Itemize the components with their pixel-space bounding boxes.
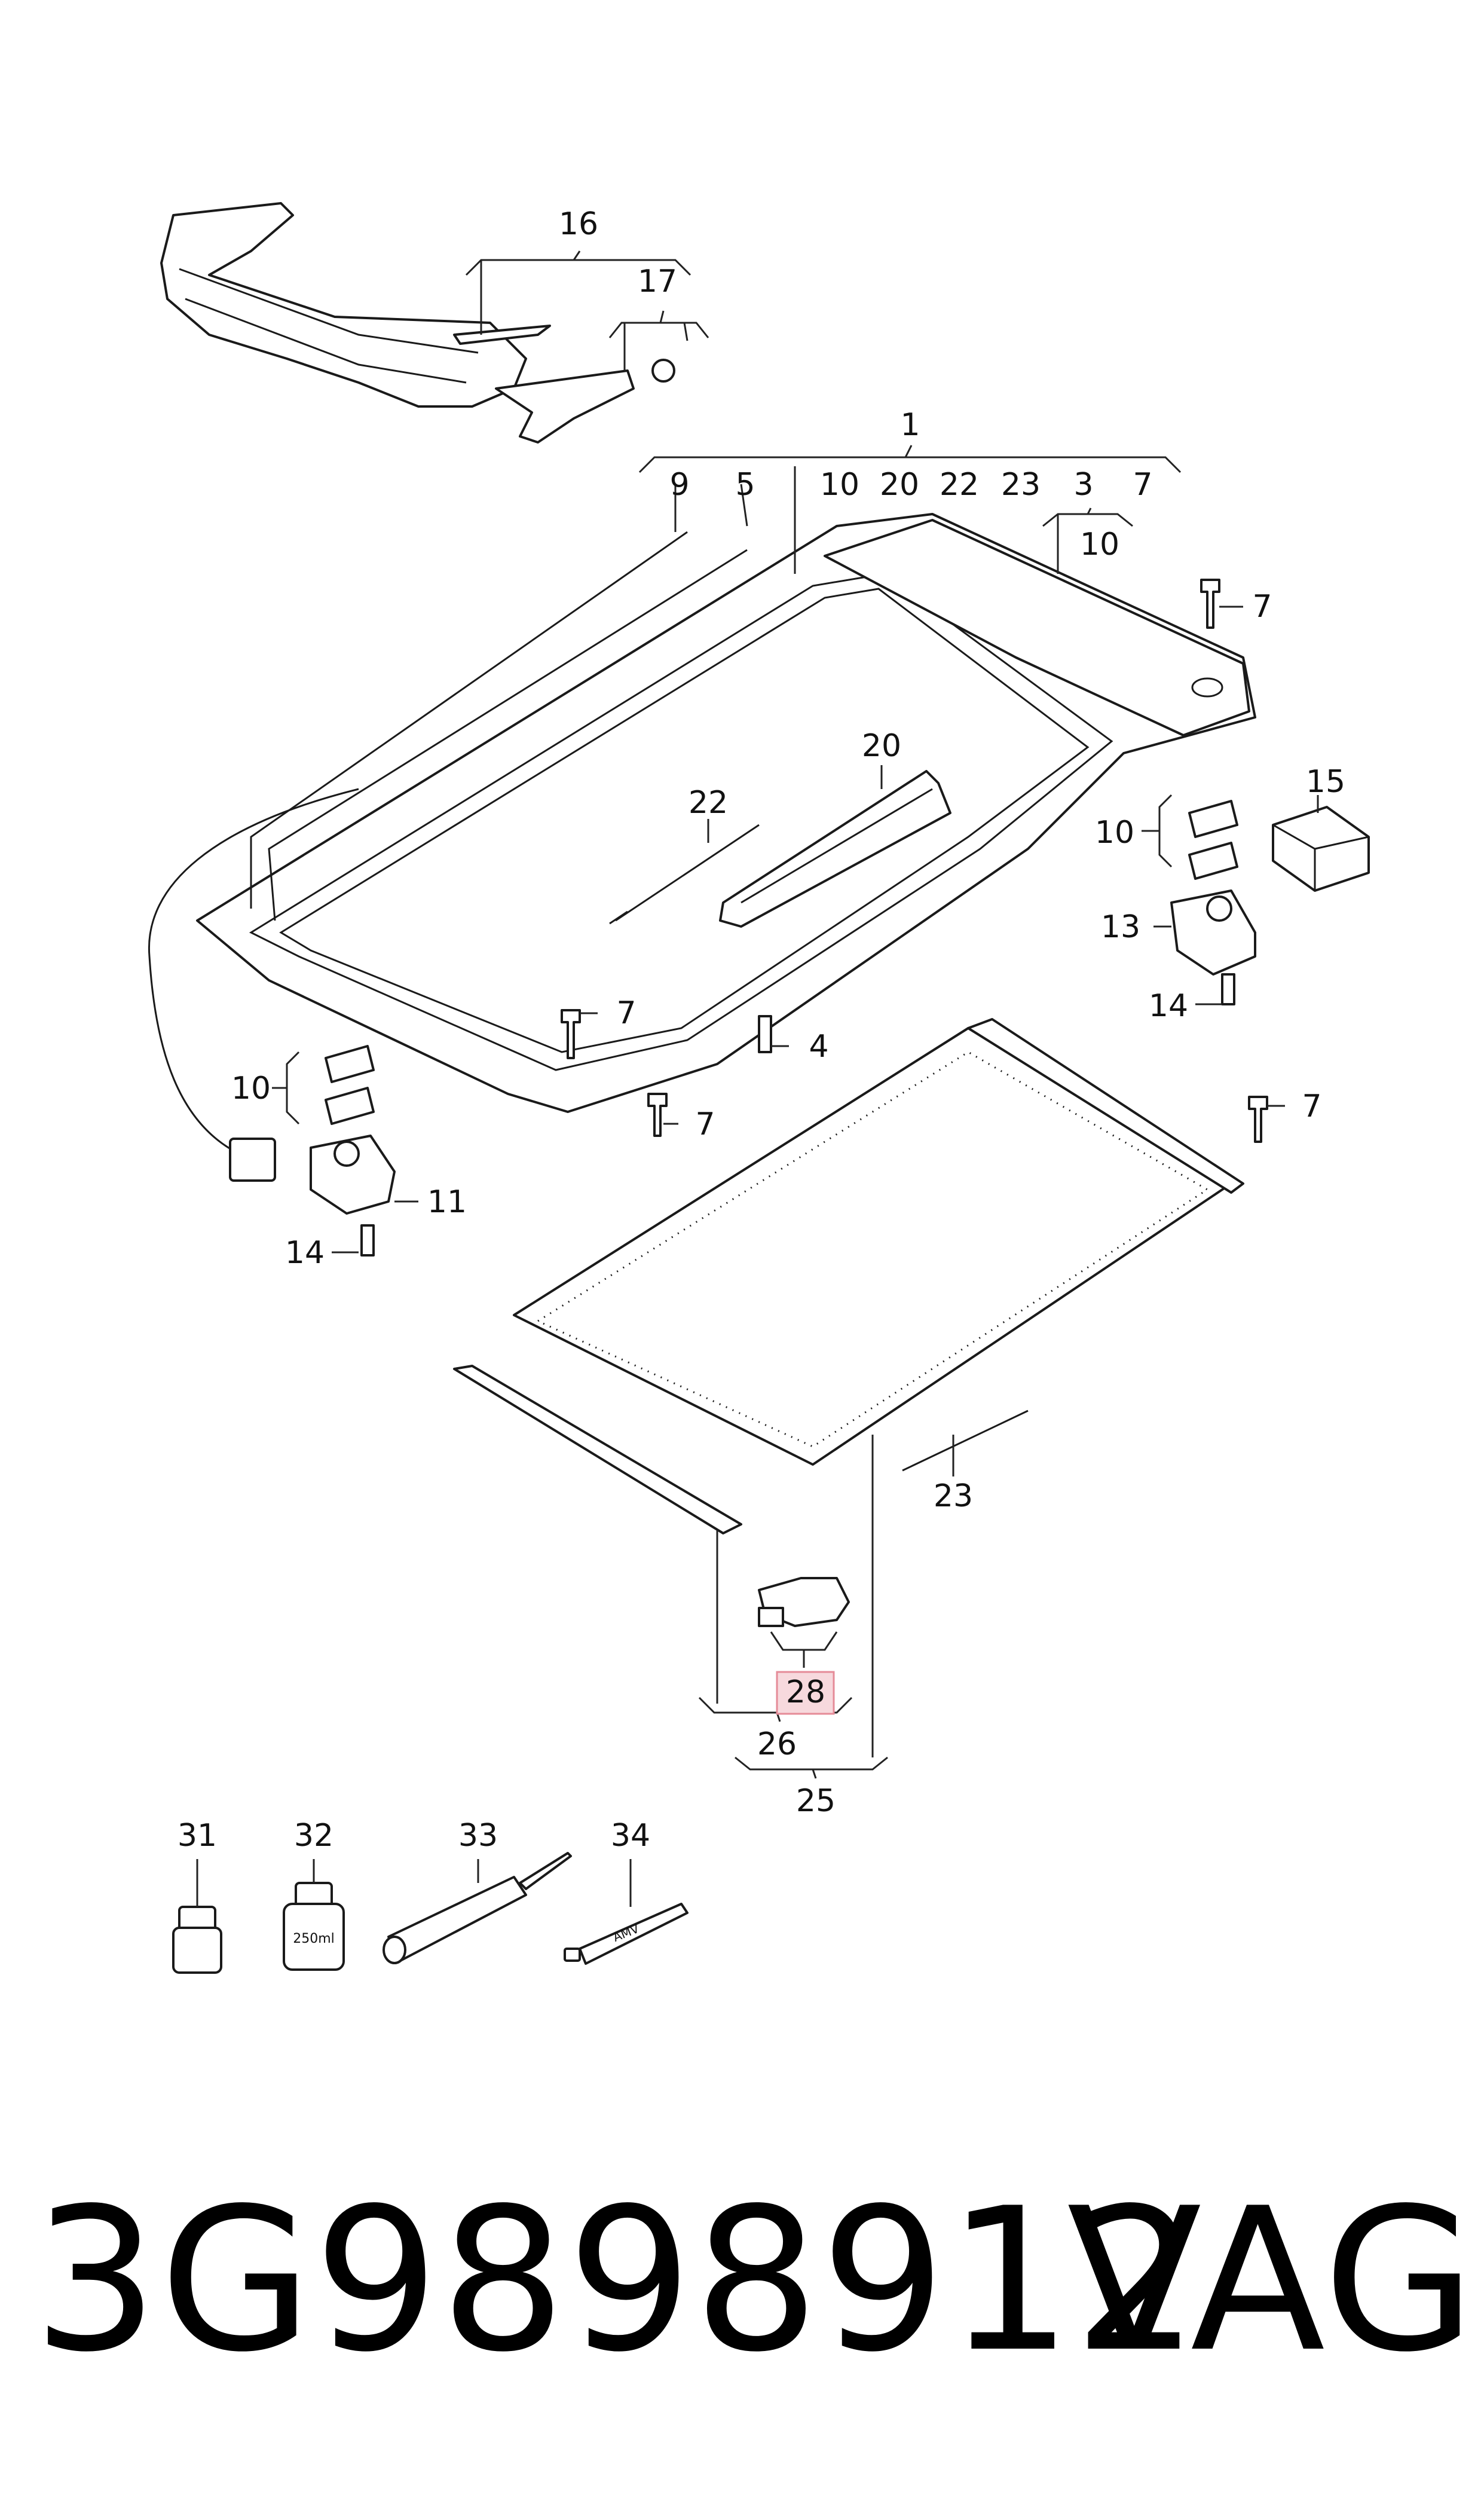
callout-5: 5	[735, 467, 755, 503]
clip-part-right	[1188, 800, 1238, 880]
highlight-box-28	[776, 1671, 835, 1715]
drain-hose-part	[148, 788, 359, 1182]
callout-1: 1	[900, 407, 920, 443]
callout-10-left: 10	[231, 1071, 271, 1106]
callout-10-sub: 10	[1080, 527, 1119, 562]
callout-15: 15	[1306, 764, 1345, 800]
callout-10-top: 10	[820, 467, 859, 503]
sunblind-rail-part	[453, 1365, 742, 1534]
callout-20-top: 20	[880, 467, 919, 503]
callout-23-top: 23	[1001, 467, 1041, 503]
callout-26: 26	[757, 1726, 797, 1762]
callout-7-mid: 7	[616, 995, 636, 1031]
sunblind-part	[513, 1018, 1244, 1466]
callout-23: 23	[934, 1478, 973, 1514]
callout-22-top: 22	[940, 467, 979, 503]
callout-31: 31	[178, 1818, 217, 1854]
callout-7-low: 7	[695, 1106, 715, 1142]
callout-34: 34	[611, 1818, 650, 1854]
control-unit-part	[1272, 806, 1370, 892]
guide-piece-part	[758, 1577, 850, 1627]
callout-10-right: 10	[1095, 815, 1134, 851]
motor-part-left	[310, 1135, 396, 1215]
screw-part	[360, 579, 1268, 1257]
bottle-volume-label: 250ml	[293, 1931, 335, 1946]
adhesive-tube-part: AMV	[564, 1903, 689, 1965]
roof-frame-part	[196, 513, 1256, 1113]
callout-4: 4	[809, 1029, 828, 1065]
spring-lever-part	[495, 359, 675, 444]
deflector-frame-part	[160, 202, 551, 408]
callout-13: 13	[1101, 909, 1140, 945]
callout-16: 16	[559, 206, 598, 242]
callout-11: 11	[427, 1184, 467, 1220]
cleaner-bottle-part: 250ml	[283, 1882, 345, 1971]
brand-name: VAG	[1067, 2166, 1477, 2395]
callout-3: 3	[1073, 467, 1093, 503]
callout-22: 22	[689, 785, 728, 821]
clip-part-left	[325, 1045, 375, 1125]
grease-jar-part	[172, 1906, 222, 1974]
callout-33: 33	[458, 1818, 498, 1854]
motor-part-right	[1170, 889, 1256, 976]
callout-14-left: 14	[285, 1235, 325, 1271]
callout-25: 25	[796, 1783, 836, 1819]
drive-cable-part	[609, 824, 760, 925]
callout-20: 20	[862, 728, 901, 764]
callout-17: 17	[638, 264, 677, 299]
footer: 3G9898912 VAG	[0, 2164, 1484, 2415]
part-number: 3G9898912	[33, 2166, 1201, 2395]
callout-7-right: 7	[1252, 589, 1272, 625]
leader-lines	[196, 250, 1319, 1907]
guide-rail-part	[719, 770, 951, 928]
cartridge-part	[383, 1852, 572, 1964]
sunblind-cable-part	[902, 1410, 1029, 1472]
callout-labels: 16 17 1 9 5 10 20 22 23 3 7 10 7 20 22 1…	[178, 206, 1345, 1854]
seal-strip-part	[250, 531, 748, 921]
callout-14-right: 14	[1149, 988, 1188, 1024]
callout-7-far: 7	[1302, 1089, 1321, 1124]
callout-32: 32	[294, 1818, 333, 1854]
callout-7-top: 7	[1133, 467, 1152, 503]
callout-28: 28	[786, 1674, 825, 1710]
callout-9: 9	[669, 467, 689, 503]
